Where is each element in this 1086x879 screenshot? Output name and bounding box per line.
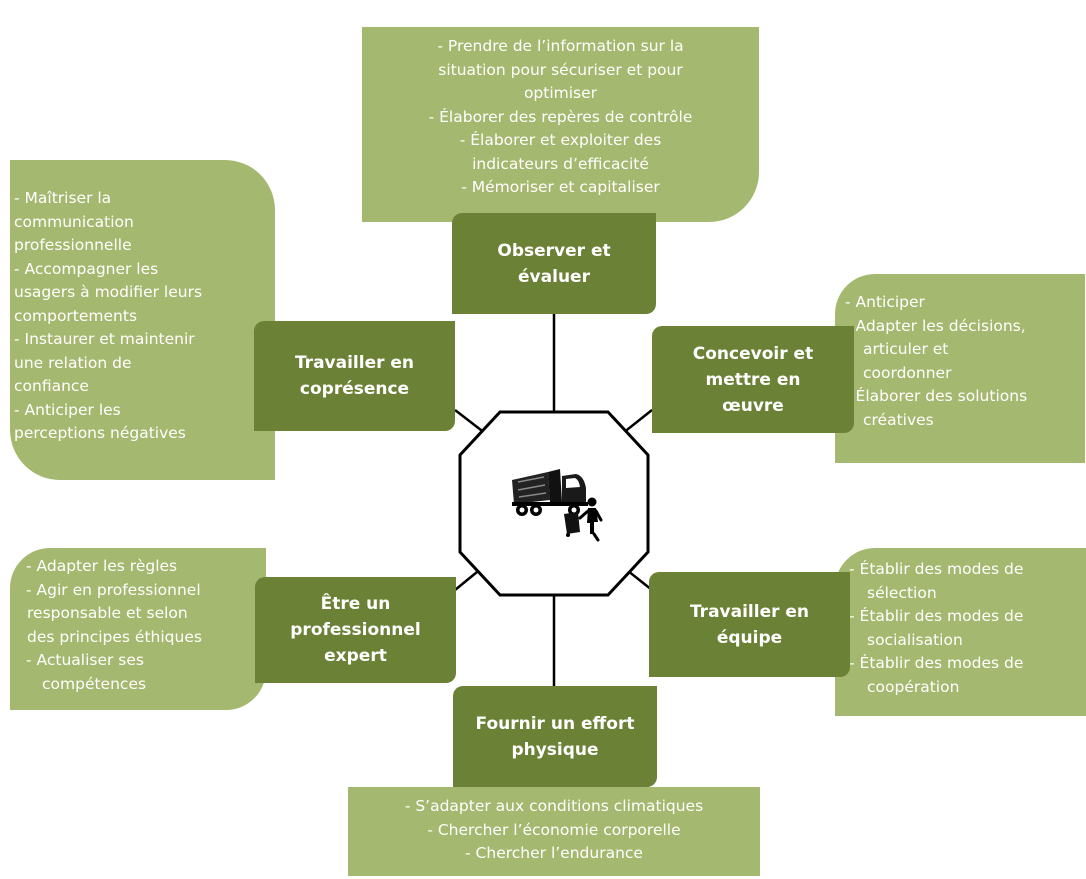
details-concevoir-line: - Adapter les décisions, [845, 316, 1026, 335]
details-copresence-line: - Maîtriser la [14, 189, 112, 207]
details-observer-line: - Mémoriser et capitaliser [461, 178, 660, 196]
details-equipe-line: socialisation [867, 630, 963, 649]
details-observer: - Prendre de l’information sur la situat… [362, 27, 759, 222]
category-effort-line: Fournir un effort [475, 713, 635, 734]
details-equipe-line: - Établir des modes de [849, 607, 1024, 625]
details-copresence-line: une relation de [14, 353, 132, 372]
details-concevoir-line: créatives [863, 410, 934, 429]
category-copresence: Travailler en coprésence [254, 321, 455, 431]
details-expert-line: - Adapter les règles [26, 557, 178, 575]
details-copresence-line: usagers à modifier leurs [14, 283, 203, 301]
details-effort-line: - Chercher l’économie corporelle [427, 820, 681, 839]
details-observer-line: indicateurs d’efficacité [472, 154, 649, 173]
category-expert: Être un professionnel expert [255, 577, 456, 683]
details-concevoir-line: - Anticiper [845, 293, 925, 311]
category-concevoir-line: Concevoir et [692, 343, 814, 364]
details-expert-line: responsable et selon [27, 604, 188, 622]
details-effort: - S’adapter aux conditions climatiques -… [348, 787, 760, 876]
details-copresence-line: confiance [14, 377, 89, 395]
category-copresence-line: coprésence [299, 379, 410, 399]
details-concevoir-line: articuler et [863, 340, 949, 358]
category-observer-line: Observer et [497, 240, 611, 261]
details-observer-line: - Élaborer et exploiter des [459, 131, 662, 149]
details-concevoir-line: - Élaborer des solutions [845, 387, 1028, 405]
details-effort-line: - Chercher l’endurance [465, 844, 643, 862]
category-copresence-line: Travailler en [294, 353, 415, 373]
details-copresence: - Maîtriser la communication professionn… [10, 160, 275, 480]
category-concevoir-line: mettre en [705, 369, 801, 390]
category-expert-line: professionnel [290, 620, 421, 640]
details-copresence-line: comportements [14, 306, 138, 325]
details-equipe-line: - Établir des modes de [849, 654, 1024, 672]
details-copresence-line: perceptions négatives [14, 424, 186, 442]
details-concevoir-line: coordonner [863, 363, 952, 382]
category-concevoir: Concevoir et mettre en œuvre [652, 326, 854, 433]
details-observer-line: - Prendre de l’information sur la [437, 37, 684, 55]
category-effort-line: physique [511, 739, 599, 760]
category-equipe: Travailler en équipe [649, 572, 850, 677]
details-copresence-line: professionnelle [14, 236, 132, 254]
details-copresence-line: - Anticiper les [14, 400, 121, 419]
details-copresence-line: - Accompagner les [14, 259, 159, 278]
category-equipe-line: Travailler en [689, 601, 810, 622]
details-copresence-line: - Instaurer et maintenir [14, 330, 195, 348]
details-concevoir: - Anticiper - Adapter les décisions, art… [835, 274, 1085, 463]
details-observer-line: optimiser [523, 84, 598, 102]
details-equipe-line: coopération [867, 677, 960, 696]
details-expert-line: compétences [42, 674, 147, 693]
details-equipe-line: - Établir des modes de [849, 560, 1024, 578]
category-expert-line: expert [324, 646, 387, 666]
details-expert-line: des principes éthiques [27, 627, 202, 646]
details-copresence-line: communication [14, 212, 134, 231]
details-observer-line: situation pour sécuriser et pour [438, 60, 683, 79]
details-equipe-line: sélection [867, 583, 937, 602]
details-observer-line: - Élaborer des repères de contrôle [428, 107, 693, 126]
details-expert: - Adapter les règles - Agir en professio… [10, 548, 266, 710]
details-effort-line: - S’adapter aux conditions climatiques [404, 797, 704, 815]
category-effort: Fournir un effort physique [453, 686, 657, 787]
details-expert-line: - Actualiser ses [26, 651, 144, 669]
category-observer-line: évaluer [518, 266, 590, 287]
details-equipe: - Établir des modes de sélection - Établ… [835, 548, 1086, 716]
category-expert-line: Être un [320, 594, 391, 614]
category-observer: Observer et évaluer [452, 213, 656, 314]
garbage-truck-worker-icon [512, 469, 603, 542]
details-expert-line: - Agir en professionnel [26, 580, 201, 599]
category-concevoir-line: œuvre [722, 395, 784, 416]
category-equipe-line: équipe [716, 627, 783, 648]
